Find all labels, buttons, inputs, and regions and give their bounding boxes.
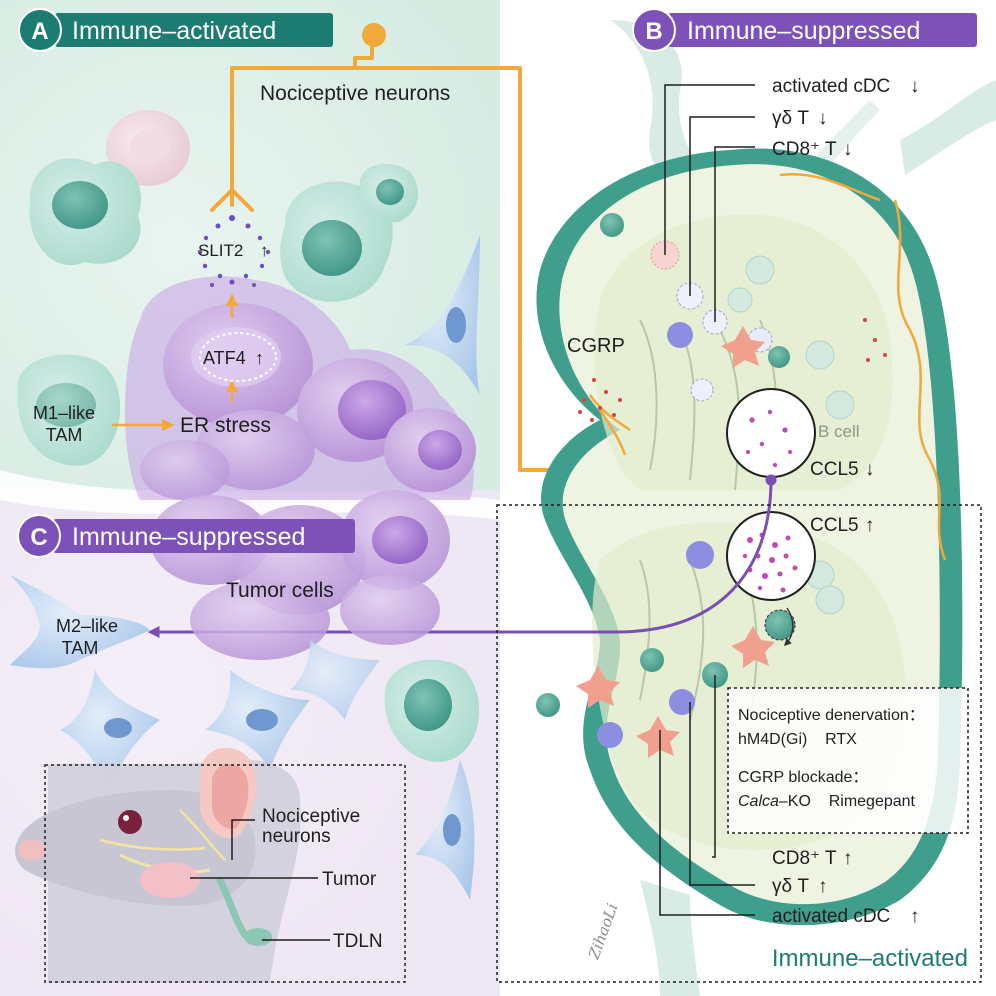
label-m2-line1: M2–like — [56, 616, 118, 636]
header-panel-c: C Immune–suppressed — [17, 514, 355, 558]
ccl5-to-m2-arrow — [147, 479, 773, 638]
footer-immune-activated: Immune–activated — [772, 945, 968, 972]
activated-item-gd-t: γδ T ↑ — [772, 876, 828, 897]
atf4-nucleus — [199, 332, 277, 382]
header-panel-a: A Immune–activated — [18, 8, 333, 52]
atf4-up-arrow: ↑ — [255, 348, 264, 368]
calca-italic: Calca — [738, 793, 779, 810]
label-b-cell: B cell — [818, 422, 860, 441]
svg-text:activated cDC: activated cDC — [772, 906, 890, 927]
label-atf4: ATF4 ↑ — [203, 348, 264, 368]
cgrp-blockade-title: CGRP blockade： — [738, 769, 868, 786]
panel-a-cells — [17, 110, 480, 500]
label-mouse-tumor: Tumor — [322, 869, 377, 890]
label-ccl5-up: CCL5 ↑ — [810, 515, 875, 536]
label-slit2: SLIT2 ↑ — [198, 241, 269, 260]
svg-text:CD8⁺ T: CD8⁺ T — [772, 139, 837, 160]
suppressed-item-cd8-t: CD8⁺ T ↓ — [772, 139, 853, 160]
label-m1-line2: TAM — [46, 425, 83, 445]
header-c-letter: C — [30, 524, 47, 551]
calca-rest: –KO Rimegepant — [779, 793, 916, 810]
header-b-title: Immune–suppressed — [687, 17, 920, 45]
neuron-soma — [362, 23, 386, 47]
suppressed-item-gd-t: γδ T ↓ — [772, 108, 828, 129]
label-m2-line2: TAM — [62, 638, 99, 658]
cgrp-blockade-items: Calca–KO Rimegepant — [738, 793, 916, 810]
up-arrow: ↑ — [818, 876, 828, 897]
svg-text:CCL5: CCL5 — [810, 515, 859, 536]
down-arrow: ↓ — [865, 459, 875, 480]
panel-b-leader-lines — [659, 84, 755, 916]
panel-a-arrows — [112, 293, 239, 432]
svg-text:ATF4: ATF4 — [203, 348, 246, 368]
svg-text:activated cDC: activated cDC — [772, 76, 890, 97]
label-tumor-cells: Tumor cells — [226, 579, 334, 602]
mouse-leader-lines — [190, 819, 330, 941]
header-b-letter: B — [645, 18, 662, 45]
label-mouse-tdln: TDLN — [333, 931, 383, 952]
suppressed-item-activated-cdc: activated cDC ↓ — [772, 76, 920, 97]
activated-list: CD8⁺ T ↑ γδ T ↑ activated cDC ↑ — [772, 848, 920, 927]
ccl5-magnifier-up — [726, 511, 816, 601]
svg-text:CD8⁺ T: CD8⁺ T — [772, 848, 837, 869]
label-cgrp: CGRP — [567, 335, 625, 357]
label-er-stress: ER stress — [180, 414, 271, 437]
header-panel-b: B Immune–suppressed — [632, 8, 977, 52]
down-arrow: ↓ — [818, 108, 828, 129]
header-c-title: Immune–suppressed — [72, 523, 305, 551]
label-nociceptive-neurons: Nociceptive neurons — [260, 82, 450, 105]
label-mouse-nociceptive-line1: Nociceptive — [262, 806, 360, 827]
label-mouse-nociceptive-line2: neurons — [262, 826, 331, 847]
up-arrow: ↑ — [865, 515, 875, 536]
suppressed-list: activated cDC ↓ γδ T ↓ CD8⁺ T ↓ — [772, 76, 920, 160]
recruitment-arrow — [783, 607, 794, 647]
activated-item-activated-cdc: activated cDC ↑ — [772, 906, 920, 927]
down-arrow: ↓ — [843, 139, 853, 160]
mouse-illustration — [14, 747, 301, 983]
up-arrow: ↑ — [910, 906, 920, 927]
svg-text:γδ T: γδ T — [772, 108, 809, 129]
label-ccl5-down: CCL5 ↓ — [810, 459, 875, 480]
svg-text:γδ T: γδ T — [772, 876, 809, 897]
up-arrow: ↑ — [843, 848, 853, 869]
denervation-title: Nociceptive denervation： — [738, 707, 925, 724]
slit2-up-arrow: ↑ — [260, 241, 269, 260]
header-a-title: Immune–activated — [72, 17, 276, 45]
mouse-frame — [44, 764, 406, 983]
label-m1-line1: M1–like — [33, 403, 95, 423]
down-arrow: ↓ — [910, 76, 920, 97]
denervation-items: hM4D(Gi) RTX — [738, 731, 857, 748]
activated-frame — [496, 504, 982, 983]
svg-text:CCL5: CCL5 — [810, 459, 859, 480]
svg-text:SLIT2: SLIT2 — [198, 241, 243, 260]
interventions-box — [727, 687, 969, 834]
header-a-letter: A — [31, 18, 48, 45]
ccl5-connector-dot — [765, 474, 777, 486]
ccl5-magnifier-down — [726, 388, 816, 478]
activated-item-cd8-t: CD8⁺ T ↑ — [772, 848, 853, 869]
